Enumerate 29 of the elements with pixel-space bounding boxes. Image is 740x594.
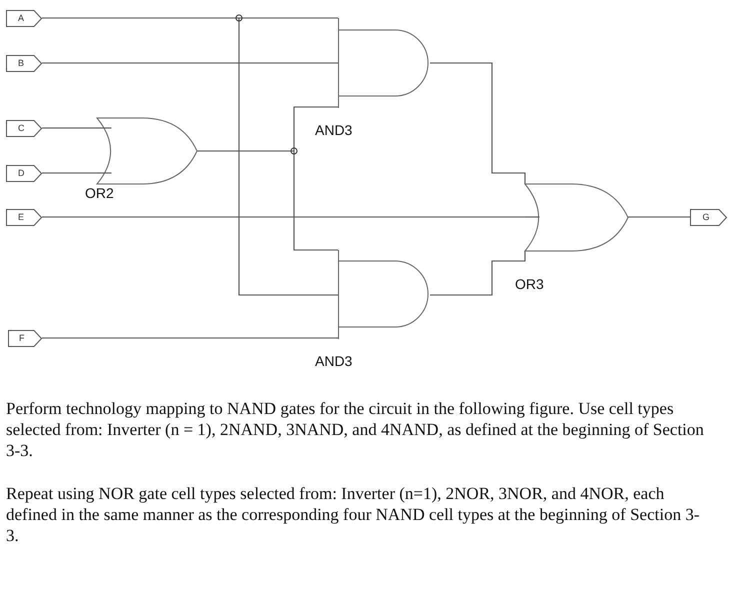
- port-symbol: [6, 10, 42, 27]
- port-symbol: [6, 209, 42, 226]
- wire: [42, 172, 97, 174]
- gate-label: OR2: [85, 186, 114, 200]
- wire: [197, 150, 338, 251]
- question-paragraph: Perform technology mapping to NAND gates for the circuit in the following figure. Use cell types selected from: Inverter (n = 1), 2NAND, 3NAND, and 4NAND, as defined at the beginning of Section 3-3.: [6, 398, 705, 461]
- port-name: C: [18, 124, 24, 133]
- port-name: D: [18, 169, 24, 178]
- port-name: E: [18, 213, 24, 222]
- wire: [42, 127, 97, 129]
- gate-label: AND3: [315, 354, 352, 368]
- port-name: G: [702, 213, 710, 222]
- question-paragraph: Repeat using NOR gate cell types selected from: Inverter (n=1), 2NOR, 3NOR, and 4NOR, each defined in the same manner as the corresponding four NAND cell types at the beginning of Section 3-3.: [6, 483, 700, 546]
- port-symbol: [6, 55, 42, 72]
- port-name: A: [18, 14, 24, 23]
- wire: [42, 62, 338, 64]
- gate-label: OR3: [515, 277, 544, 291]
- gate-label: AND3: [315, 123, 352, 137]
- wire: [42, 337, 338, 339]
- port-symbol: [690, 209, 727, 226]
- port-symbol: [6, 165, 42, 182]
- wire: [628, 216, 690, 218]
- wire: [430, 251, 526, 296]
- port-symbol: [8, 330, 42, 347]
- wire: [430, 62, 526, 184]
- wire: [42, 216, 525, 218]
- port-symbol: [6, 120, 42, 137]
- port-name: B: [18, 59, 24, 68]
- port-name: F: [19, 334, 24, 343]
